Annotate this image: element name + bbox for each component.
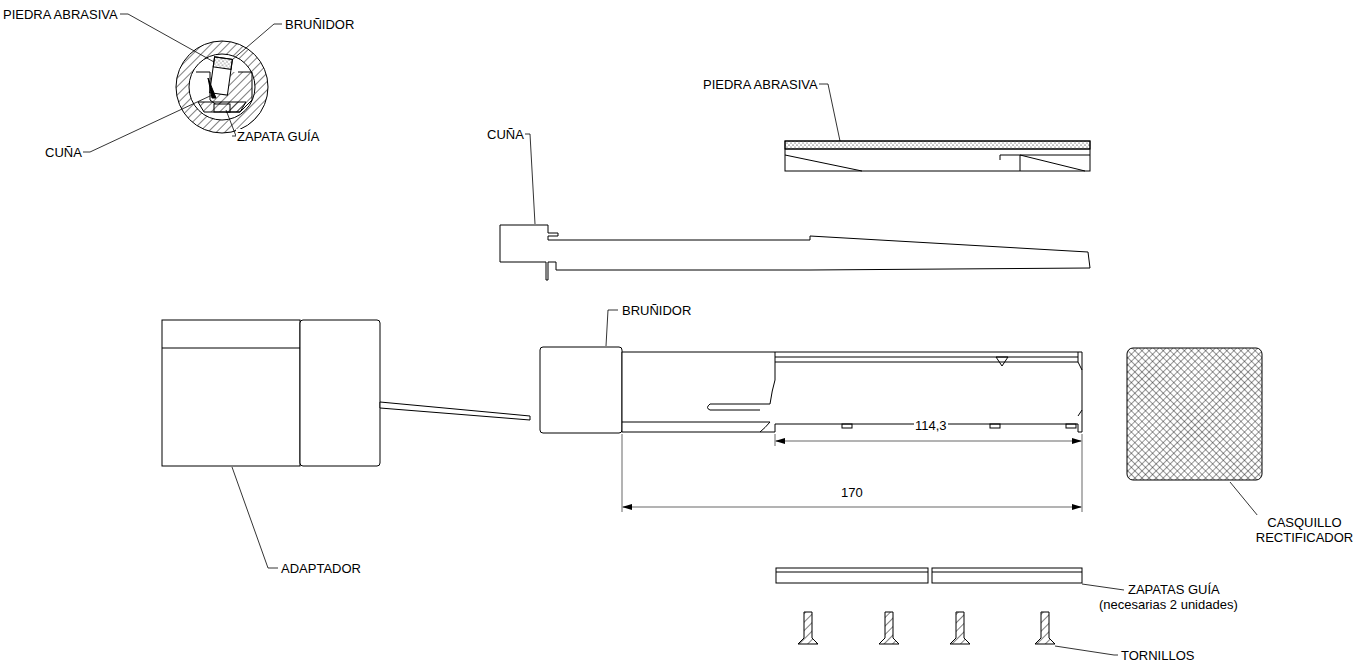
dimension-label: 114,3 — [914, 418, 948, 433]
wedge — [500, 225, 1090, 280]
part-label: ZAPATA GUÍA — [236, 129, 320, 144]
screws — [798, 612, 1055, 644]
part-label: BRUÑIDOR — [621, 303, 692, 318]
note-label: (necesarias 2 unidades) — [1098, 597, 1239, 612]
adapter — [162, 320, 530, 466]
section-view — [176, 41, 268, 133]
part-label: BRUÑIDOR — [284, 17, 355, 32]
part-label: CUÑA — [44, 145, 83, 160]
part-label: ZAPATAS GUÍA — [1127, 582, 1221, 597]
dimension-label: 170 — [840, 485, 864, 500]
part-label: CUÑA — [486, 127, 525, 142]
part-label: TORNILLOS — [1120, 648, 1195, 663]
guide-shoes — [776, 568, 1082, 583]
part-label: ADAPTADOR — [280, 561, 362, 576]
grinding-sleeve — [1127, 348, 1262, 480]
hone-body — [540, 347, 1082, 433]
abrasive-stone — [785, 141, 1090, 171]
leader-lines — [80, 14, 1258, 655]
part-label: CASQUILLO RECTIFICADOR — [1252, 515, 1357, 545]
dimensions — [622, 434, 1082, 512]
part-label: PIEDRA ABRASIVA — [702, 77, 819, 92]
part-label: PIEDRA ABRASIVA — [2, 7, 119, 22]
